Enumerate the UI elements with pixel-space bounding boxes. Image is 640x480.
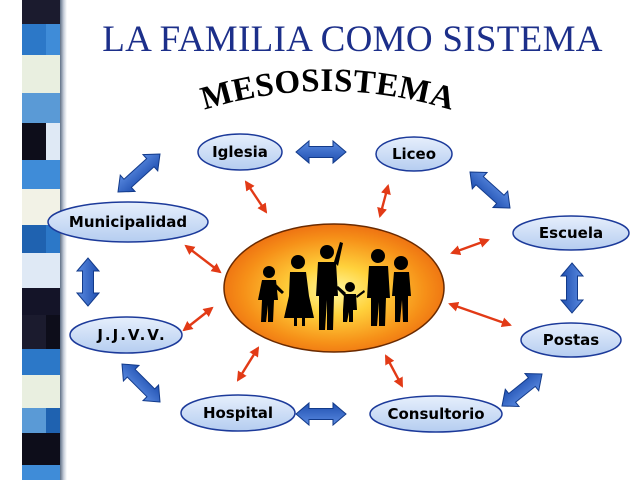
connector-escuela: [450, 237, 490, 256]
stripe-segment: [22, 465, 60, 480]
node-consultorio-shape: [369, 395, 503, 433]
stripe-segment: [22, 253, 60, 288]
page-title: LA FAMILIA COMO SISTEMA: [102, 19, 603, 60]
block-arrow-hospital-jjvv: [121, 363, 161, 403]
node-municipalidad-label: Municipalidad: [69, 213, 187, 231]
node-iglesia: Iglesia: [197, 133, 283, 171]
node-iglesia-shape: [197, 133, 283, 171]
stripe-segment: [22, 315, 60, 349]
node-hospital: Hospital: [180, 394, 296, 432]
block-arrow-municipalidad-iglesia: [117, 153, 161, 193]
node-jjvv-shape: [69, 316, 183, 354]
stripe-segment: [22, 24, 60, 55]
node-municipalidad-shape: [47, 201, 209, 243]
stripe-accent: [46, 123, 60, 160]
node-escuela-label: Escuela: [539, 224, 603, 242]
stripe-segment: [22, 160, 60, 189]
block-arrow-consultorio-hospital: [295, 401, 347, 427]
node-consultorio-label: Consultorio: [387, 405, 484, 423]
block-arrow-postas-consultorio: [501, 373, 543, 407]
node-escuela-shape: [512, 215, 630, 251]
stripe-segment: [22, 375, 60, 408]
stripe-accent: [46, 24, 60, 55]
connector-hospital: [236, 346, 260, 382]
connector-municipalidad: [184, 244, 222, 274]
node-postas-label: Postas: [543, 331, 600, 349]
node-postas-shape: [520, 322, 622, 358]
node-liceo-label: Liceo: [392, 145, 436, 163]
stripe-accent: [46, 225, 60, 253]
connector-liceo: [377, 184, 391, 218]
node-liceo-shape: [375, 136, 453, 172]
node-jjvv: J.J.V.V.: [69, 316, 183, 354]
block-arrow-escuela-postas: [559, 262, 585, 314]
connector-iglesia: [244, 180, 268, 214]
stripe-segment: [22, 123, 60, 160]
stripe-accent: [46, 408, 60, 433]
stripe-segment: [22, 0, 60, 24]
node-jjvv-label: J.J.V.V.: [96, 326, 166, 344]
node-hospital-label: Hospital: [203, 404, 273, 422]
stripe-bar-edge: [60, 0, 67, 480]
block-arrow-liceo-escuela: [469, 171, 511, 209]
blue-connectors: [75, 139, 585, 427]
family-silhouette-icon: [258, 242, 411, 330]
decorative-stripe-bar: [22, 0, 60, 480]
stripe-segment: [22, 93, 60, 123]
stripe-segment: [22, 55, 60, 93]
node-escuela: Escuela: [512, 215, 630, 251]
stripe-segment: [22, 408, 60, 433]
node-postas: Postas: [520, 322, 622, 358]
node-hospital-shape: [180, 394, 296, 432]
block-arrow-iglesia-liceo: [295, 139, 347, 165]
block-arrow-jjvv-municipalidad: [75, 257, 101, 307]
connector-jjvv: [182, 306, 214, 332]
connector-consultorio: [384, 354, 404, 388]
node-liceo: Liceo: [375, 136, 453, 172]
red-connectors: [182, 180, 512, 388]
subtitle-arc: MESOSISTEMA: [197, 63, 459, 118]
node-municipalidad: Municipalidad: [47, 201, 209, 243]
stripe-segment: [22, 288, 60, 315]
connector-postas: [448, 301, 512, 328]
node-iglesia-label: Iglesia: [212, 143, 268, 161]
stripe-segment: [22, 349, 60, 375]
family-center: [223, 223, 445, 353]
node-consultorio: Consultorio: [369, 395, 503, 433]
stripe-segment: [22, 433, 60, 465]
stripe-accent: [46, 315, 60, 349]
subtitle-text: MESOSISTEMA: [197, 63, 459, 118]
